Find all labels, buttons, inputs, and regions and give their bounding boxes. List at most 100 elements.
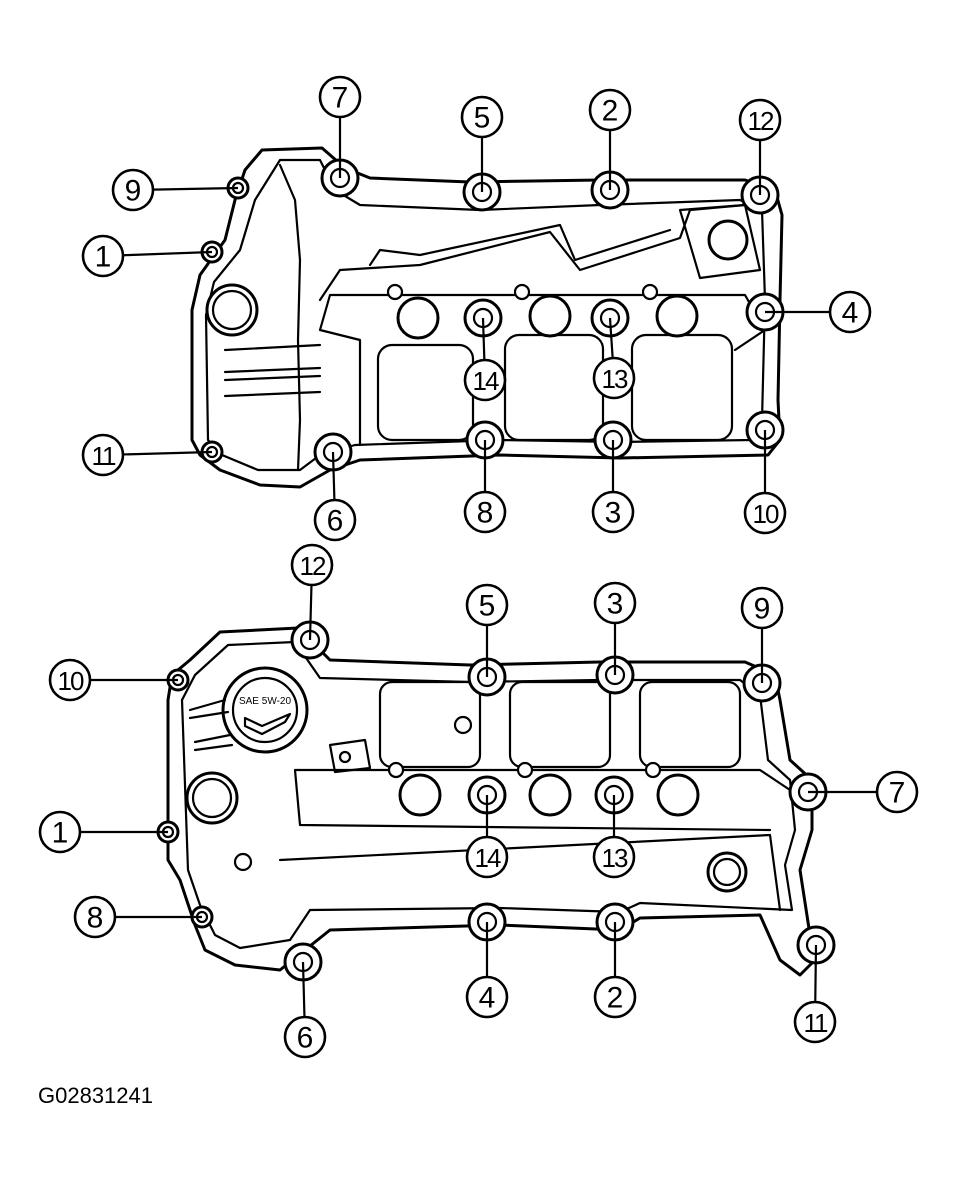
upper-callout-circle-1 [81, 234, 125, 278]
lower-callout-number-14: 14 [475, 843, 501, 873]
upper-callout-number-14: 14 [473, 366, 499, 396]
upper-leader-13 [608, 317, 614, 359]
lower-callout-circle-13 [592, 835, 636, 879]
lower-callout-14: 14 [465, 795, 509, 879]
upper-callout-11: 11 [81, 433, 213, 477]
lower-callout-number-8: 8 [87, 902, 104, 935]
lower-callout-circle-2 [593, 975, 637, 1019]
upper-plug-hole-2 [528, 294, 572, 338]
lower-plug-hole-2 [528, 773, 572, 817]
upper-callout-circle-7 [318, 75, 362, 119]
upper-callout-12: 12 [738, 98, 782, 195]
upper-baffle-ridge [278, 163, 302, 472]
upper-vent-plate [678, 203, 762, 280]
upper-leader-11 [122, 450, 213, 456]
upper-callout-6: 6 [313, 451, 357, 542]
upper-callout-9: 9 [111, 168, 239, 212]
upper-callout-circle-9 [111, 168, 155, 212]
upper-stud-1 [386, 283, 404, 301]
upper-stud-2 [513, 283, 531, 301]
lower-callout-9: 9 [740, 586, 784, 683]
lower-cover-outline [166, 626, 817, 977]
upper-callout-circle-5 [460, 95, 504, 139]
lower-callout-3: 3 [593, 581, 637, 675]
lower-callout-circle-12 [290, 543, 334, 587]
lower-callout-number-9: 9 [754, 593, 771, 626]
upper-bolt-boss-4 [745, 292, 785, 332]
upper-callout-circle-8 [463, 490, 507, 534]
lower-callout-10: 10 [48, 658, 178, 702]
upper-callout-number-13: 13 [602, 364, 628, 394]
upper-callout-1: 1 [81, 234, 213, 278]
upper-callout-10: 10 [743, 430, 787, 535]
lower-callout-circle-5 [465, 583, 509, 627]
upper-leader-1 [122, 250, 213, 257]
lower-callout-circle-10 [48, 658, 92, 702]
upper-callout-circle-6 [313, 498, 357, 542]
lower-callout-circle-7 [875, 770, 919, 814]
upper-callout-circle-10 [743, 491, 787, 535]
lower-callout-6: 6 [283, 961, 327, 1059]
upper-callout-circle-12 [738, 98, 782, 142]
lower-stud-4 [453, 715, 473, 735]
oil-can-icon [243, 712, 292, 736]
upper-callout-number-6: 6 [327, 505, 344, 538]
lower-callout-5: 5 [465, 583, 509, 677]
lower-callout-circle-9 [740, 586, 784, 630]
lower-stud-3 [644, 761, 662, 779]
lower-bracket-hole [338, 750, 352, 764]
upper-stud-3 [641, 283, 659, 301]
upper-callout-number-3: 3 [605, 497, 622, 530]
lower-plug-hole-1 [398, 773, 442, 817]
lower-breather-fins [188, 698, 234, 752]
upper-callout-number-8: 8 [477, 497, 494, 530]
upper-leader-9 [152, 186, 239, 191]
upper-vent-hole [707, 219, 749, 261]
lower-callout-circle-3 [593, 581, 637, 625]
upper-leader-6 [331, 451, 336, 501]
lower-callout-number-13: 13 [602, 843, 628, 873]
upper-plug-hole-4-inner [211, 289, 253, 331]
upper-port-window-3 [630, 333, 734, 442]
upper-leader-14 [481, 317, 486, 361]
lower-callout-7: 7 [808, 770, 919, 814]
lower-callout-number-10: 10 [58, 666, 84, 696]
lower-callout-number-7: 7 [889, 777, 906, 810]
figure-code: G02831241 [38, 1083, 153, 1108]
lower-callout-number-12: 12 [300, 551, 326, 581]
upper-port-window-2 [503, 333, 605, 442]
lower-cover-flange [180, 640, 797, 950]
lower-callout-number-2: 2 [607, 982, 624, 1015]
lower-callout-number-4: 4 [479, 982, 496, 1015]
upper-callout-number-1: 1 [95, 241, 112, 274]
upper-callout-number-4: 4 [842, 297, 859, 330]
lower-callout-number-5: 5 [479, 590, 496, 623]
upper-callout-13: 13 [592, 317, 636, 400]
lower-callout-number-3: 3 [607, 588, 624, 621]
lower-stud-2 [516, 761, 534, 779]
lower-bracket [328, 738, 372, 774]
upper-plug-hole-3 [655, 294, 699, 338]
lower-leader-11 [814, 944, 818, 1003]
lower-callout-circle-8 [73, 895, 117, 939]
upper-callout-4: 4 [765, 290, 872, 334]
upper-callout-circle-14 [463, 358, 507, 402]
upper-callout-number-7: 7 [332, 82, 349, 115]
upper-breather-slot-1 [223, 343, 322, 398]
lower-callout-number-11: 11 [804, 1008, 829, 1038]
upper-port-window-1 [376, 343, 475, 442]
upper-callout-14: 14 [463, 317, 507, 402]
upper-baffle-ridge-2 [318, 203, 747, 302]
lower-stud-1 [387, 761, 405, 779]
upper-callout-number-12: 12 [748, 106, 774, 136]
upper-callout-number-11: 11 [92, 441, 117, 471]
lower-oil-filler-cap-inner [231, 676, 299, 744]
upper-bolt-boss-14 [463, 298, 503, 338]
lower-leader-6 [301, 961, 306, 1018]
upper-callout-circle-11 [81, 433, 125, 477]
upper-callout-number-2: 2 [602, 95, 619, 128]
lower-callout-11: 11 [793, 944, 837, 1044]
lower-port-window-2 [508, 680, 612, 769]
upper-callout-7: 7 [318, 75, 362, 178]
